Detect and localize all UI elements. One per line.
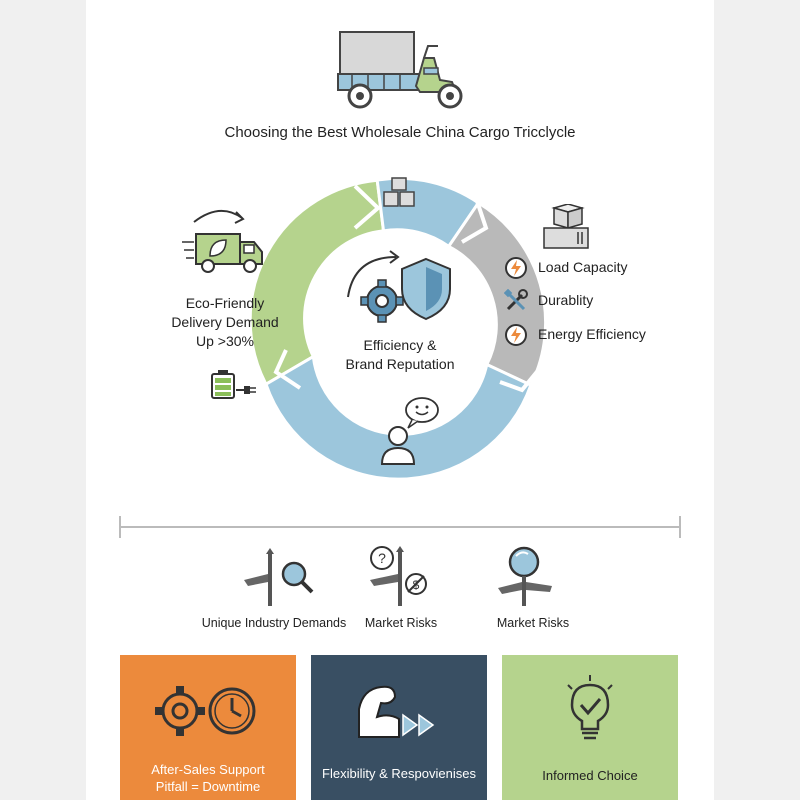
eco-line-2: Delivery Demand (171, 314, 279, 330)
lightning-icon (505, 324, 527, 346)
factor-energy-efficiency: Energy Efficiency (538, 326, 646, 342)
signpost-label-3: Market Risks (496, 616, 570, 630)
center-line-1: Efficiency & (363, 337, 437, 353)
lightning-icon (505, 257, 527, 279)
panel-after-sales-line-2: Pitfall = Downtime (155, 779, 261, 794)
eco-truck-icon (182, 210, 263, 273)
signpost-question-icon: ? $ (370, 546, 427, 606)
eco-line-1: Eco-Friendly (185, 295, 265, 311)
cargo-boxes-icon (543, 204, 589, 249)
page-title: Choosing the Best Wholesale China Cargo … (224, 124, 576, 141)
center-line-2: Brand Reputation (345, 356, 455, 372)
center-label: Efficiency & Brand Reputation (320, 336, 480, 374)
panel-after-sales: After-Sales Support Pitfall = Downtime (120, 655, 296, 800)
signpost-label-2: Market Risks (364, 616, 438, 630)
cycle-segment-blue-bottom (264, 354, 533, 481)
cycle-segment-green (248, 178, 386, 387)
lightbulb-check-icon (567, 675, 613, 740)
factor-durability: Durablity (538, 292, 594, 308)
signpost-magnifier-icon (244, 548, 314, 606)
panel-after-sales-text: After-Sales Support Pitfall = Downtime (120, 761, 296, 795)
panel-informed-choice: Informed Choice (502, 655, 678, 800)
eco-demand-label: Eco-Friendly Delivery Demand Up >30% (150, 294, 300, 351)
boxes-icon (383, 177, 415, 207)
cargo-tricycle-icon (337, 31, 463, 109)
panel-after-sales-line-1: After-Sales Support (151, 762, 265, 777)
panel-flexibility: Flexibility & Respovienises (311, 655, 487, 800)
svg-text:?: ? (378, 550, 386, 566)
strong-arm-forward-icon (358, 685, 435, 738)
panel-flexibility-text: Flexibility & Respovienises (322, 766, 476, 781)
signpost-mirror-icon (498, 546, 552, 606)
gear-shield-icon (347, 250, 451, 323)
customer-smile-icon (380, 397, 439, 465)
section-divider (119, 516, 681, 538)
eco-line-3: Up >30% (196, 333, 254, 349)
tools-icon (504, 289, 528, 311)
signpost-label-1: Unique Industry Demands (201, 616, 347, 630)
gear-clock-icon (155, 686, 256, 736)
battery-plug-icon (211, 370, 256, 399)
factor-load-capacity: Load Capacity (538, 259, 628, 275)
panel-informed-choice-text: Informed Choice (542, 768, 638, 783)
